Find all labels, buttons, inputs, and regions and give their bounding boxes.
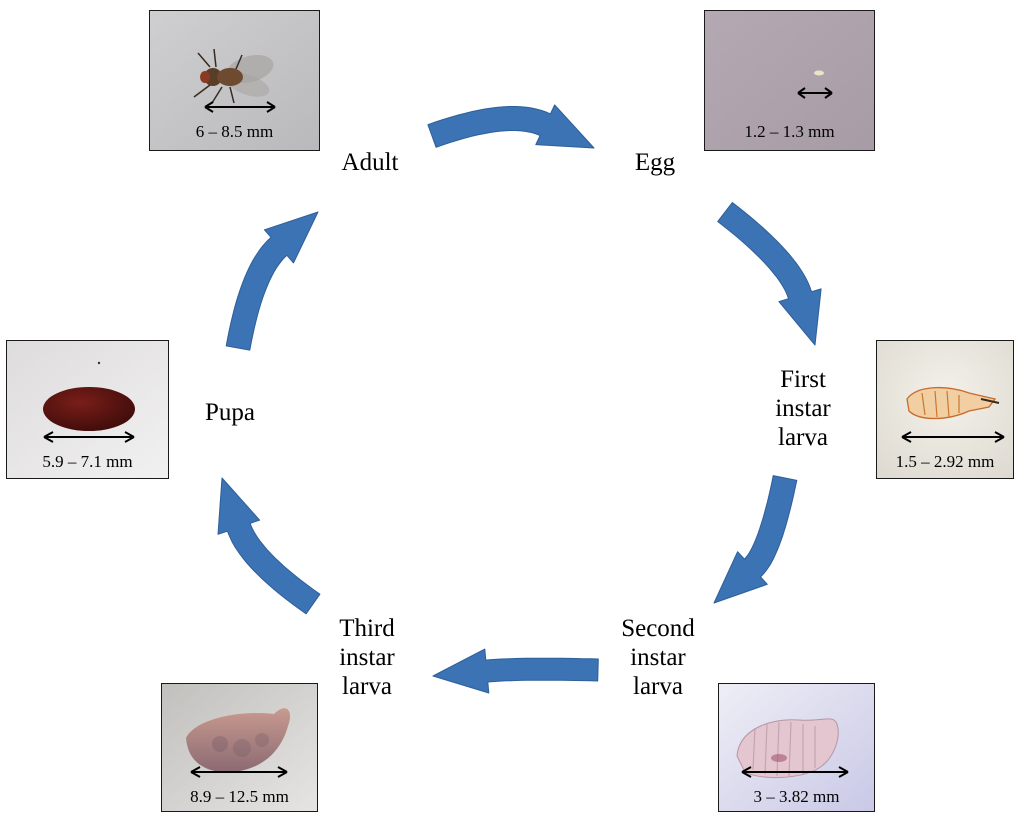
size-arrow-icon	[190, 766, 288, 778]
first-instar-larva-photo: 1.5 – 2.92 mm	[876, 340, 1014, 479]
arrow-adult-to-egg	[427, 104, 595, 149]
third-instar-larva-image	[162, 684, 317, 811]
pupa-photo: 5.9 – 7.1 mm	[6, 340, 169, 479]
adult-fly-image	[150, 11, 319, 150]
pupa-measurement: 5.9 – 7.1 mm	[42, 452, 133, 471]
second-instar-larva-measurement: 3 – 3.82 mm	[753, 787, 840, 806]
first-instar-larva-measurement: 1.5 – 2.92 mm	[895, 452, 995, 471]
third-instar-larva-measurement: 8.9 – 12.5 mm	[190, 787, 289, 806]
stage-label-pupa: Pupa	[205, 399, 255, 426]
adult-measurement: 6 – 8.5 mm	[195, 122, 274, 141]
egg-image	[705, 11, 874, 150]
stage-label-adult: Adult	[341, 149, 399, 176]
stage-label-second-instar-larva: Second instar larva	[621, 615, 695, 700]
size-arrow-icon	[741, 766, 849, 778]
stage-label-third-instar-larva: Third instar larva	[339, 615, 395, 700]
stage-label-egg: Egg	[634, 149, 676, 176]
adult-fly-photo: 6 – 8.5 mm	[149, 10, 320, 151]
arrow-third-to-pupa	[217, 477, 321, 615]
arrow-pupa-to-adult	[225, 211, 319, 351]
arrow-egg-to-first	[717, 202, 822, 346]
arrow-second-to-third	[432, 648, 599, 694]
pupa-image	[7, 341, 168, 478]
egg-photo: 1.2 – 1.3 mm	[704, 10, 875, 151]
size-arrow-icon	[797, 87, 833, 99]
second-instar-larva-photo: 3 – 3.82 mm	[718, 683, 875, 812]
arrow-first-to-second	[713, 475, 798, 604]
first-instar-larva-image	[877, 341, 1013, 478]
second-instar-larva-image	[719, 684, 874, 811]
stage-label-first-instar-larva: First instar larva	[775, 366, 831, 451]
egg-measurement: 1.2 – 1.3 mm	[744, 122, 835, 141]
size-arrow-icon	[901, 431, 1005, 443]
size-arrow-icon	[43, 431, 135, 443]
size-arrow-icon	[204, 101, 276, 113]
third-instar-larva-photo: 8.9 – 12.5 mm	[161, 683, 318, 812]
